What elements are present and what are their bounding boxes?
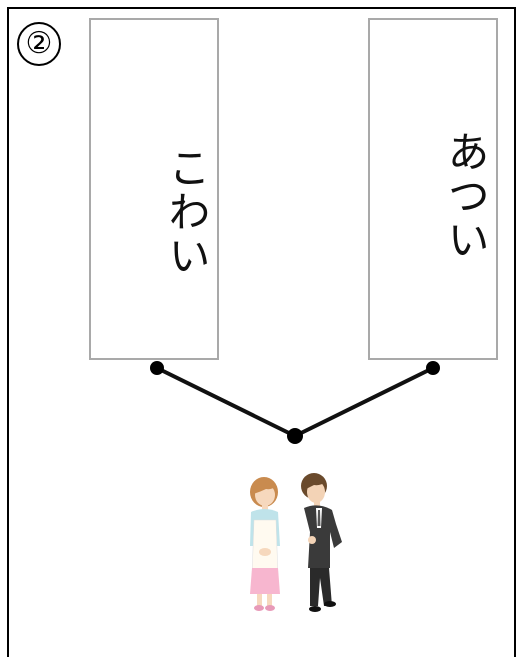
word-card-left[interactable]: こわい — [89, 18, 219, 360]
two-people-illustration — [250, 473, 342, 612]
word-card-left-text: こわい — [162, 146, 211, 278]
word-card-right[interactable]: あつい — [368, 18, 498, 360]
question-number: ② — [25, 26, 53, 61]
question-number-badge: ② — [17, 22, 61, 66]
word-card-right-text: あつい — [441, 130, 490, 262]
woman-figure — [250, 477, 280, 611]
man-figure — [301, 473, 342, 612]
worksheet-frame — [7, 7, 516, 657]
